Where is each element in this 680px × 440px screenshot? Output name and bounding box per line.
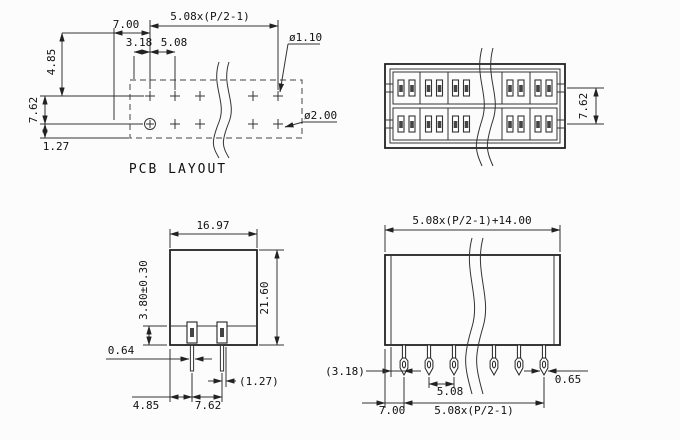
pin: [449, 344, 459, 376]
dim-1-27: 1.27: [40, 123, 129, 153]
dim-4-85-label: 4.85: [45, 49, 58, 76]
break-line: [465, 237, 487, 395]
dim-5-08-label: 5.08: [437, 385, 464, 398]
contact-block: [186, 321, 198, 344]
dim-hole-large-label: ø2.00: [304, 109, 337, 122]
dim-3-18: 3.18: [126, 36, 153, 79]
polarization-keys: [384, 83, 566, 129]
view-title: PCB LAYOUT: [129, 162, 227, 177]
pin: [489, 344, 499, 376]
connector-pin-view: 5.08x(P/2-1)+14.00 (3.18) 0.65 5.08 7.00: [325, 214, 588, 417]
mounting-hole: [144, 118, 156, 130]
connector-body: [169, 249, 258, 346]
contacts: [397, 79, 553, 133]
dim-7-62: 7.62: [191, 373, 223, 412]
dim-4-85: 4.85: [132, 349, 193, 412]
dim-21-60-label: 21.60: [258, 281, 271, 314]
dim-7-62-label: 7.62: [27, 97, 40, 124]
cavity-row: [392, 107, 558, 141]
dim-21-60: 21.60: [258, 249, 284, 346]
dim-hole-large: ø2.00: [284, 109, 337, 128]
dim-0-64-label: 0.64: [108, 344, 135, 357]
dim-3-80-label: 3.80±0.30: [137, 260, 150, 320]
dim-3-18-ref: (3.18): [325, 347, 421, 378]
dim-5-08: 5.08: [428, 377, 464, 398]
pin: [424, 344, 434, 376]
connector-body: [384, 254, 561, 346]
dim-7-00: 7.00: [362, 349, 405, 417]
dim-3-18-ref-label: (3.18): [325, 365, 365, 378]
pin: [514, 344, 524, 376]
dim-0-65-label: 0.65: [555, 373, 582, 386]
dim-hole-small: ø1.10: [278, 31, 322, 93]
dim-16-97-label: 16.97: [196, 219, 229, 232]
dim-3-80: 3.80±0.30: [137, 260, 167, 346]
connector-side-view: 16.97 21.60 3.80±0.30 0.64 (1.27): [106, 219, 284, 412]
connector-front-view: 7.62: [384, 47, 604, 167]
dim-total: 5.08x(P/2-1)+14.00: [384, 214, 561, 252]
dim-4-85-label: 4.85: [133, 399, 160, 412]
dim-7-00-label: 7.00: [379, 404, 406, 417]
solder-leg: [189, 344, 195, 372]
dim-pitch: 5.08x(P/2-1): [403, 377, 545, 417]
dim-total-label: 5.08x(P/2-1)+14.00: [412, 214, 531, 227]
connector-body: [384, 63, 566, 149]
dim-pitch-label: 5.08x(P/2-1): [434, 404, 513, 417]
dim-1-27-label: 1.27: [43, 140, 70, 153]
pin: [539, 344, 549, 376]
dim-5-08-label: 5.08: [161, 36, 188, 49]
dim-hole-small-label: ø1.10: [289, 31, 322, 44]
dim-7-62-label: 7.62: [195, 399, 222, 412]
contact-block: [216, 321, 228, 344]
dim-7-62: 7.62: [567, 87, 604, 125]
dim-7-62: 7.62: [27, 95, 144, 125]
pcb-outline: [129, 79, 303, 139]
solder-leg: [219, 344, 225, 372]
dim-16-97: 16.97: [169, 219, 258, 248]
dim-1-27-ref-label: (1.27): [239, 375, 279, 388]
dim-5-08: 5.08: [149, 36, 188, 90]
dim-7-00-label: 7.00: [113, 18, 140, 31]
dim-4-85: 4.85: [45, 32, 65, 97]
pin-holes: [144, 90, 284, 130]
dim-0-65: 0.65: [524, 368, 588, 386]
dim-1-27-ref: (1.27): [208, 347, 279, 388]
cavity-dividers: [419, 72, 531, 140]
dim-0-64: 0.64: [106, 344, 212, 362]
dim-pitch-label: 5.08x(P/2-1): [170, 10, 249, 23]
cavity-row: [392, 71, 558, 105]
pcb-layout-view: 5.08x(P/2-1) 7.00 4.85 3.18 5.08 ø1.10: [27, 10, 337, 177]
dim-pitch: 5.08x(P/2-1): [149, 10, 279, 90]
break-line: [212, 61, 232, 159]
dim-7-00: 7.00: [62, 18, 151, 120]
dim-7-62-label: 7.62: [577, 93, 590, 120]
break-line: [475, 47, 496, 167]
dim-3-18-label: 3.18: [126, 36, 153, 49]
